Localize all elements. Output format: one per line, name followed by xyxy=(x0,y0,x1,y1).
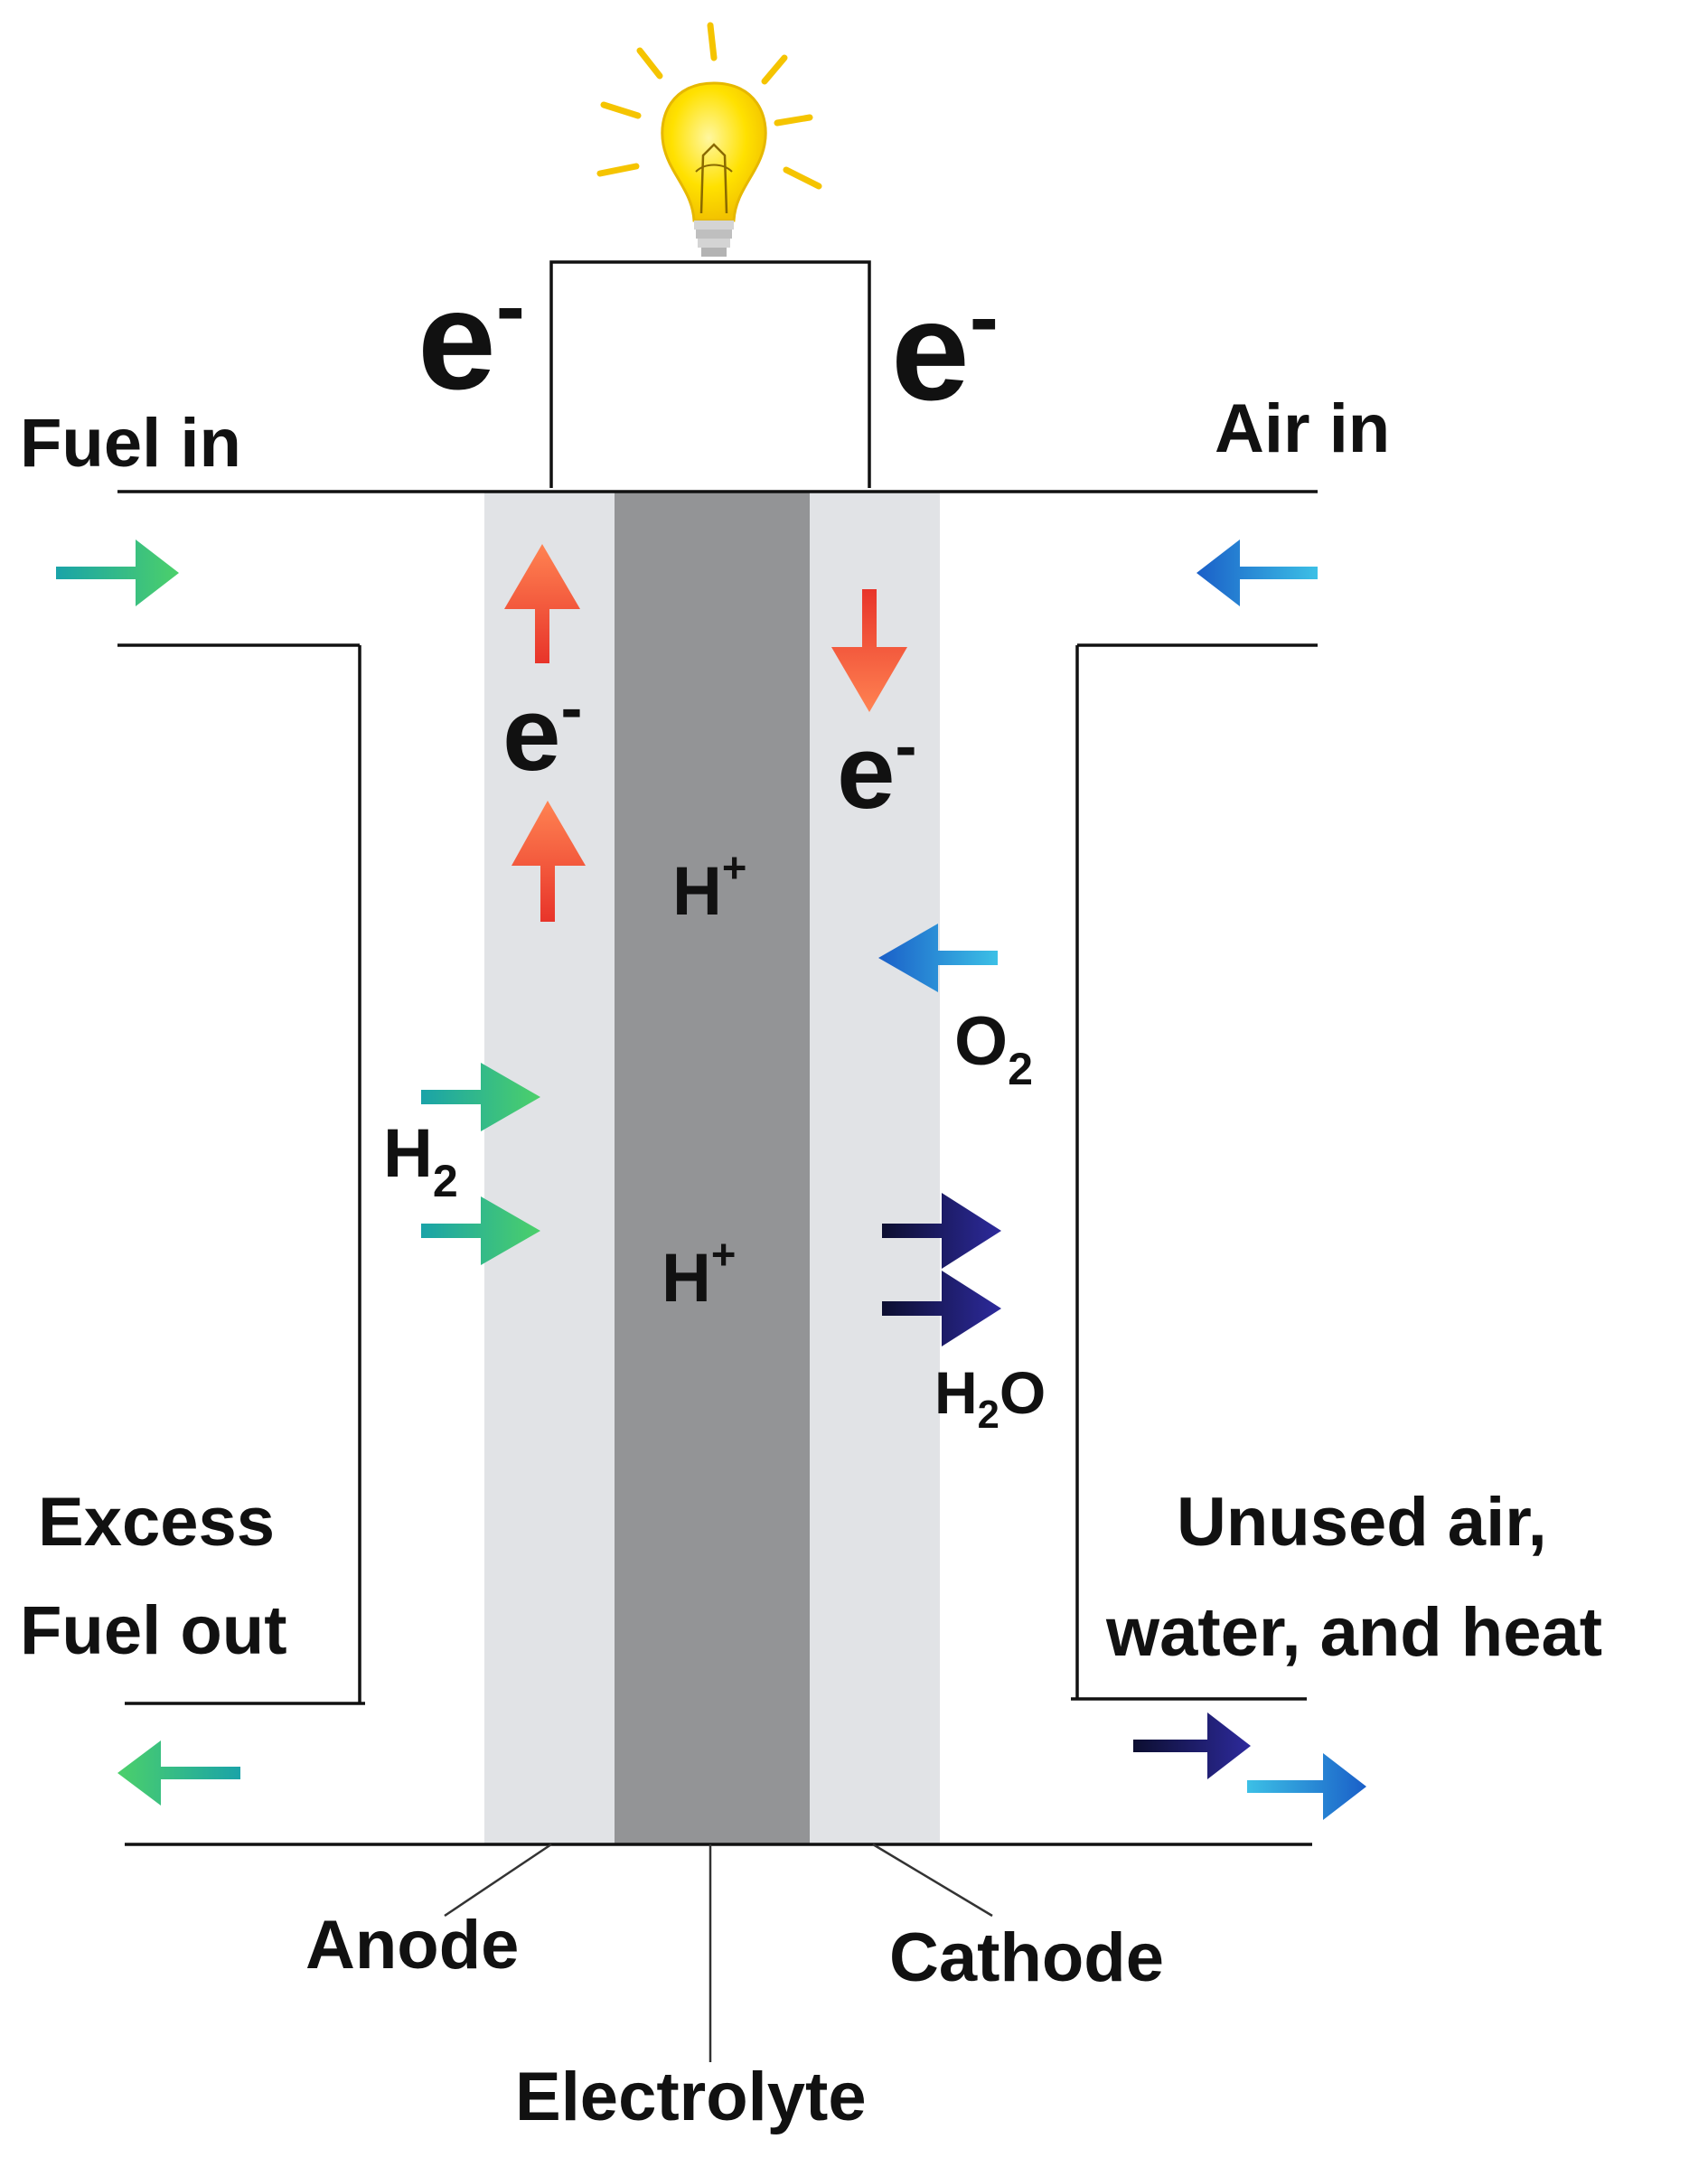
exhaust-label-line2: water, and heat xyxy=(1105,1594,1602,1671)
electron-arrow-down-icon xyxy=(831,589,907,712)
electron-label-cathode-circuit: e- xyxy=(891,268,999,430)
cathode-label: Cathode xyxy=(889,1919,1164,1996)
electron-label-cathode: e- xyxy=(837,710,916,830)
air-in-label: Air in xyxy=(1215,390,1390,467)
water-exhaust-arrow-icon xyxy=(1133,1712,1251,1779)
flow-channel-outline xyxy=(117,490,1318,1846)
electrolyte-layer xyxy=(615,492,810,1844)
electron-label-anode: e- xyxy=(502,672,582,793)
air-exhaust-arrow-icon xyxy=(1247,1753,1366,1820)
electron-label-anode-circuit: e- xyxy=(418,258,525,419)
anode-leader-line xyxy=(444,1843,552,1918)
excess-fuel-label-line2: Fuel out xyxy=(20,1592,287,1669)
fuel-in-arrow-icon xyxy=(56,539,179,606)
excess-fuel-out-arrow-icon xyxy=(117,1740,240,1806)
air-in-arrow-icon xyxy=(1197,539,1318,606)
anode-layer xyxy=(484,492,615,1844)
oxygen-label: O2 xyxy=(954,1003,1033,1094)
exhaust-label-line1: Unused air, xyxy=(1177,1484,1547,1561)
external-circuit-wire xyxy=(549,260,871,488)
excess-fuel-label-line1: Excess xyxy=(38,1484,275,1561)
oxygen-arrow-icon xyxy=(878,924,998,992)
hydrogen-arrow-icon xyxy=(421,1196,540,1265)
anode-label: Anode xyxy=(305,1907,519,1984)
cathode-leader-line xyxy=(872,1843,993,1918)
electron-arrow-up-icon xyxy=(504,544,580,663)
water-label: H2O xyxy=(934,1359,1046,1437)
hydrogen-label: H2 xyxy=(383,1115,458,1206)
lightbulb-icon xyxy=(596,22,822,257)
cathode-layer xyxy=(810,492,940,1844)
electron-arrow-up-icon xyxy=(511,801,586,922)
hydrogen-arrow-icon xyxy=(421,1063,540,1131)
fuel-in-label: Fuel in xyxy=(20,405,241,482)
proton-label: H+ xyxy=(672,843,746,930)
water-arrow-icon xyxy=(882,1271,1001,1346)
electrolyte-label: Electrolyte xyxy=(515,2059,867,2135)
proton-label: H+ xyxy=(662,1230,736,1317)
water-arrow-icon xyxy=(882,1193,1001,1269)
